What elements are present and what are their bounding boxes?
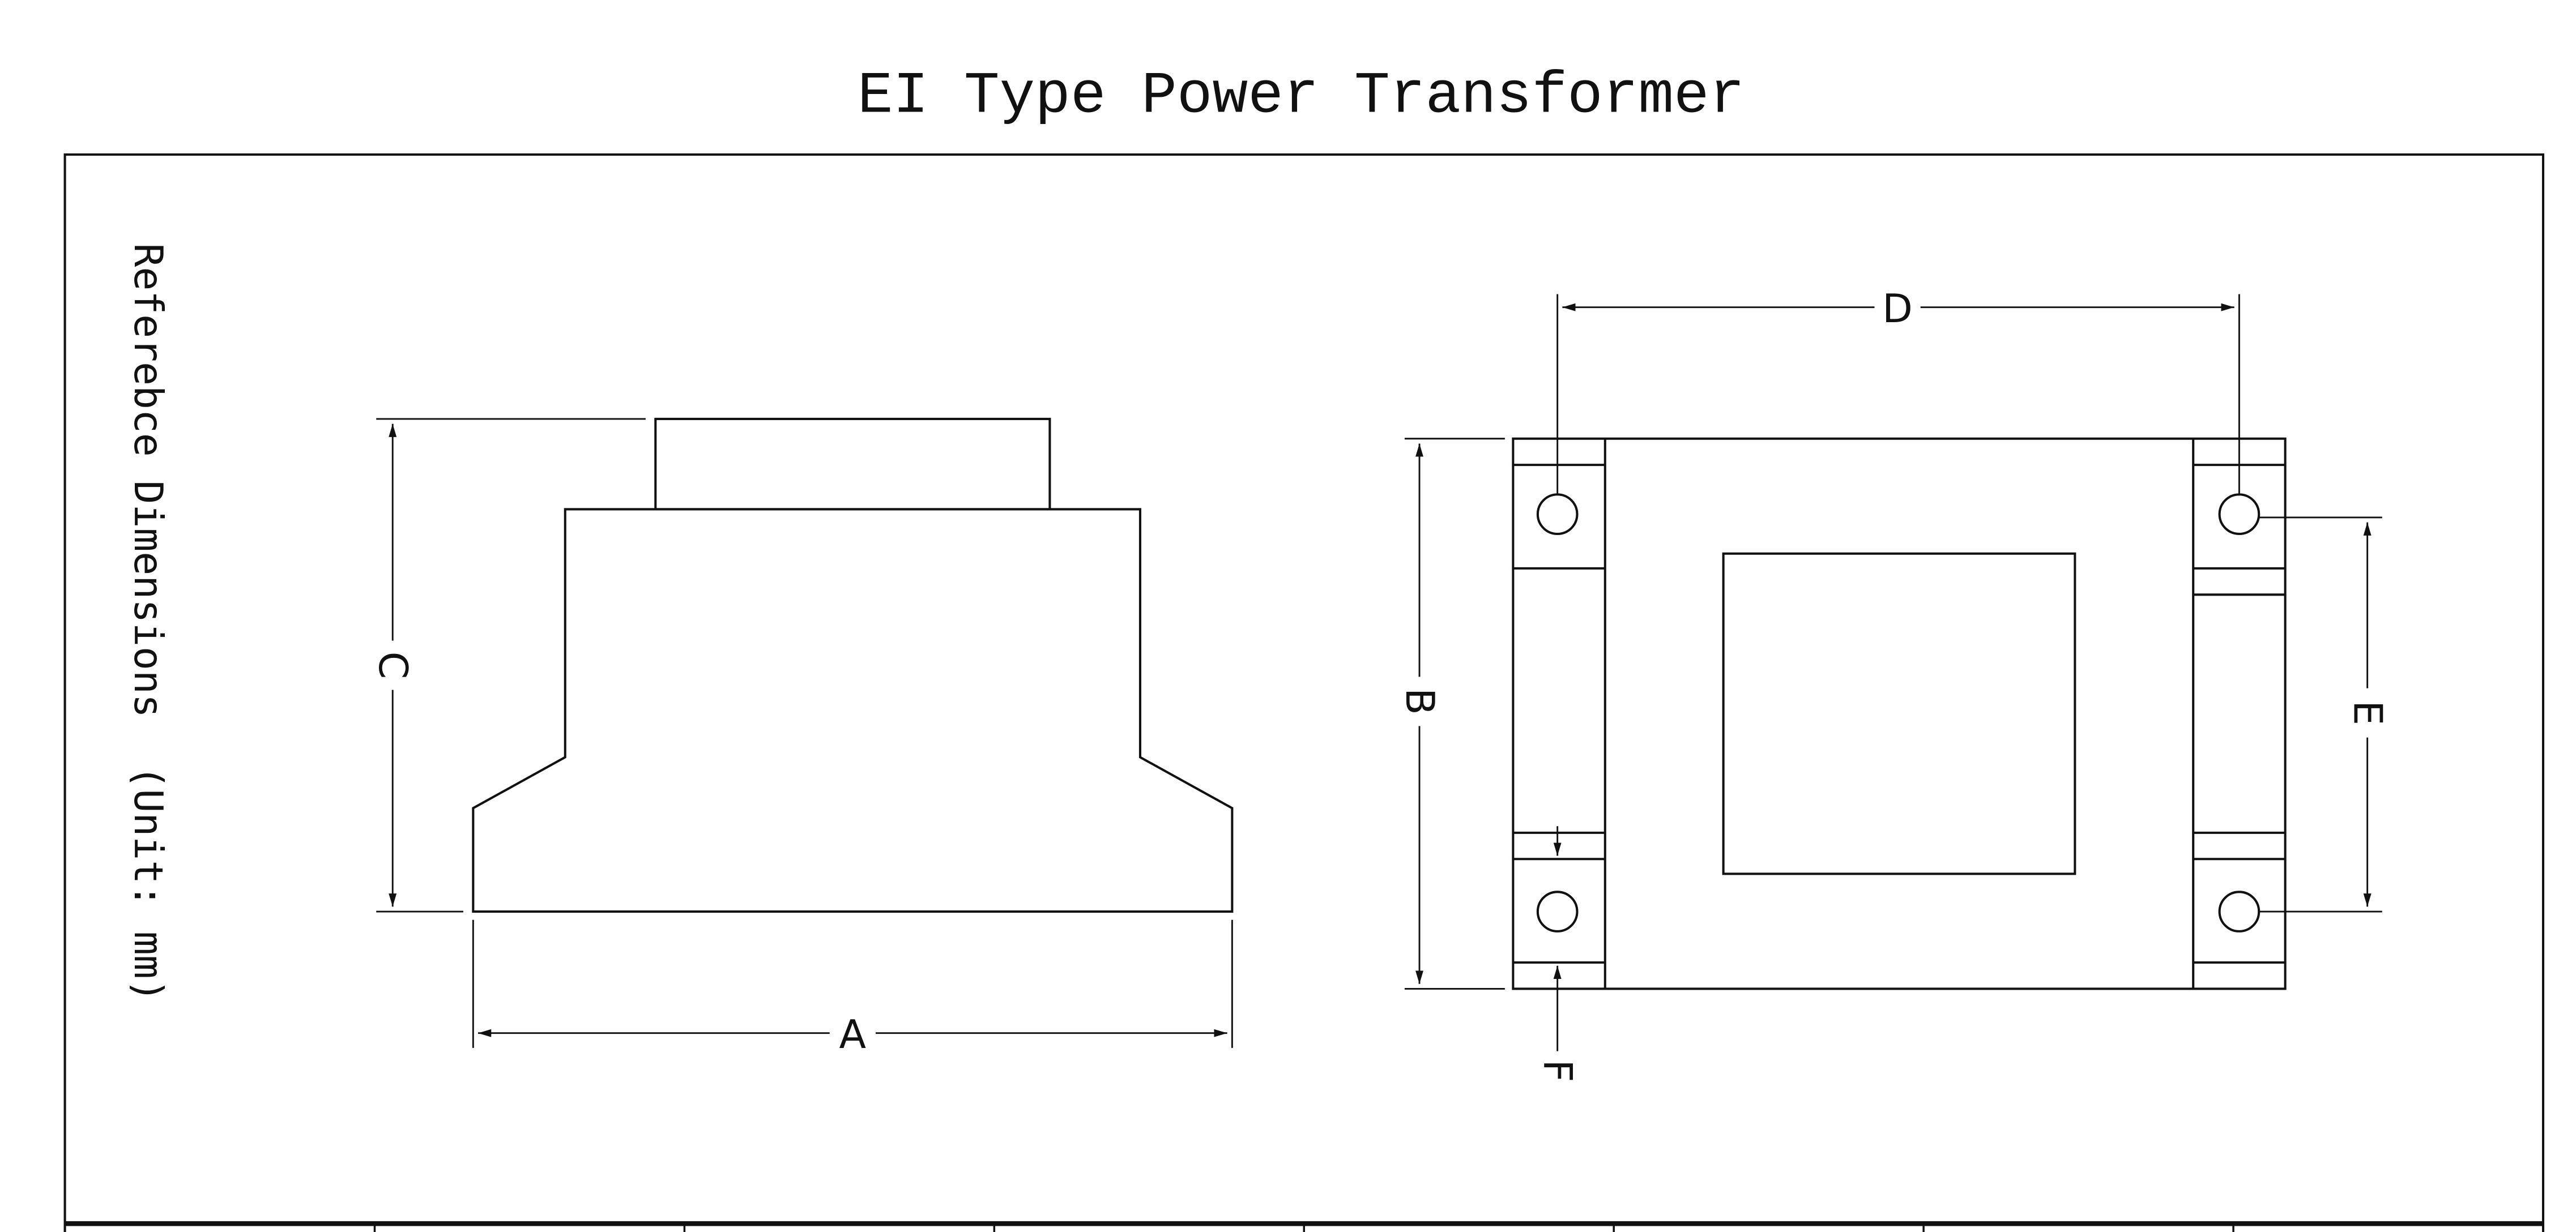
mounting-hole <box>2218 493 2261 536</box>
dimension-d-label: D <box>1882 286 1913 332</box>
transformer-top-view <box>1512 437 2287 990</box>
drawing-border <box>63 153 2545 1232</box>
dimension-f: F <box>1534 826 1580 1082</box>
dimension-b: B <box>1397 438 1505 990</box>
side-view-top-block <box>654 417 1051 511</box>
dimension-a: A <box>472 919 1233 1058</box>
top-view-outline <box>1512 437 2287 990</box>
dimension-c-label: C <box>370 652 416 679</box>
right-mounting-flange <box>2193 464 2285 964</box>
mounting-hole <box>1536 493 1579 536</box>
reference-dimensions-label: Referebce Dimensions (Unit: mm) <box>125 243 171 1003</box>
top-view-core-window <box>1722 552 2076 875</box>
specs-table-header <box>63 1221 2544 1232</box>
dimension-e: E <box>2259 516 2390 913</box>
dimension-d: D <box>1556 286 2240 495</box>
mounting-hole <box>1536 891 1579 932</box>
left-mounting-flange <box>1513 464 1605 964</box>
dimension-c: C <box>370 418 646 913</box>
dimension-f-label: F <box>1534 1059 1580 1082</box>
dimension-b-label: B <box>1397 688 1443 715</box>
transformer-side-view <box>472 417 1234 913</box>
dimension-e-label: E <box>2344 700 2390 725</box>
page-title: EI Type Power Transformer <box>858 63 1745 130</box>
side-view-body <box>472 508 1234 913</box>
dimension-a-label: A <box>839 1012 867 1058</box>
mounting-hole <box>2218 891 2261 932</box>
